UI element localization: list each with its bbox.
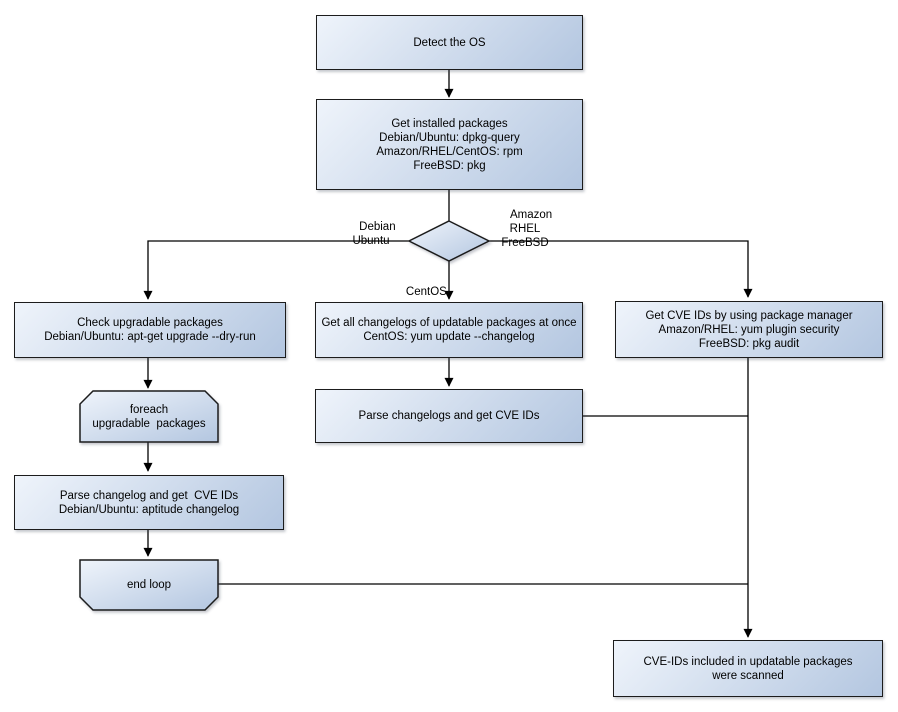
node-get-cve-ids-label: Get CVE IDs by using package manager Ama… xyxy=(645,309,853,350)
node-get-cve-ids: Get CVE IDs by using package manager Ama… xyxy=(615,301,883,358)
node-parse-changelogs-label: Parse changelogs and get CVE IDs xyxy=(358,410,540,422)
node-end-loop: end loop xyxy=(80,560,218,610)
node-foreach-loop-label: foreach upgradable packages xyxy=(92,403,206,430)
node-cve-ids-scanned: CVE-IDs included in updatable packages w… xyxy=(613,640,883,697)
branch-label-amazon-rhel-freebsd: Amazon RHEL FreeBSD xyxy=(501,209,553,249)
node-detect-os: Detect the OS xyxy=(316,15,583,70)
node-foreach-loop: foreach upgradable packages xyxy=(80,391,218,442)
node-get-installed-packages: Get installed packages Debian/Ubuntu: dp… xyxy=(316,99,583,190)
os-decision-diamond xyxy=(407,220,491,262)
node-check-upgradable-packages: Check upgradable packages Debian/Ubuntu:… xyxy=(14,302,286,358)
node-get-all-changelogs: Get all changelogs of updatable packages… xyxy=(315,302,583,358)
node-end-loop-label: end loop xyxy=(126,579,172,591)
node-detect-os-label: Detect the OS xyxy=(413,36,486,49)
node-parse-changelog-aptitude-label: Parse changelog and get CVE IDs Debian/U… xyxy=(58,489,240,516)
node-check-upgradable-packages-label: Check upgradable packages Debian/Ubuntu:… xyxy=(44,317,256,343)
node-parse-changelog-aptitude: Parse changelog and get CVE IDs Debian/U… xyxy=(14,475,284,530)
branch-label-debian-ubuntu: Debian Ubuntu xyxy=(352,221,396,247)
node-get-installed-packages-label: Get installed packages Debian/Ubuntu: dp… xyxy=(376,117,523,172)
node-get-all-changelogs-label: Get all changelogs of updatable packages… xyxy=(321,317,577,343)
node-cve-ids-scanned-label: CVE-IDs included in updatable packages w… xyxy=(643,655,853,682)
node-parse-changelogs: Parse changelogs and get CVE IDs xyxy=(315,389,583,443)
branch-label-centos: CentOS xyxy=(405,286,447,298)
